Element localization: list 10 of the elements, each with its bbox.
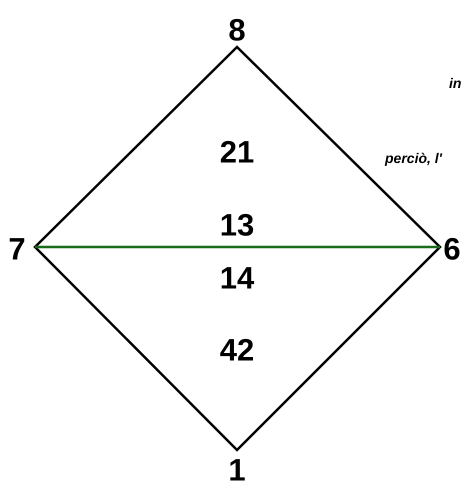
note-text: perciò, l' [385,151,442,165]
area-value: 21 [220,136,254,168]
vertex-label: 7 [8,234,26,264]
area-value: 14 [220,262,254,294]
vertex-label: 1 [228,454,246,486]
vertex-label: 6 [443,234,461,264]
area-value: 42 [220,334,254,366]
note-text: in [449,76,462,90]
area-value: 13 [220,210,254,240]
vertex-label: 8 [228,14,246,46]
